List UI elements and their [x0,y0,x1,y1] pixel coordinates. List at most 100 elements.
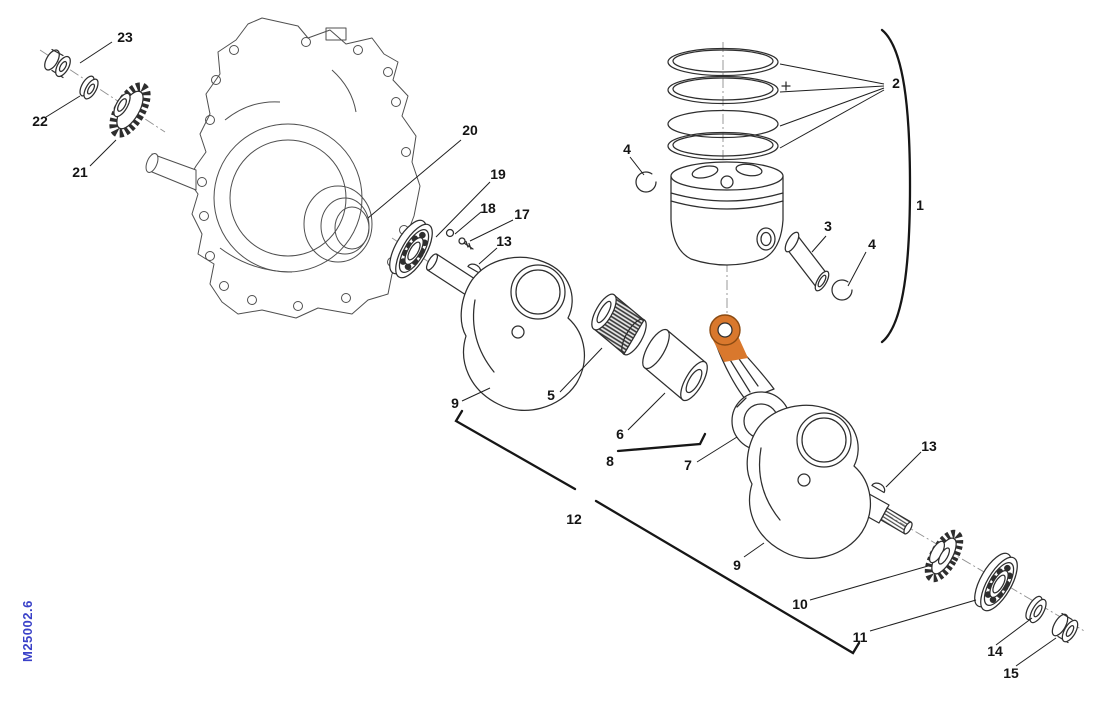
leader-5 [559,347,603,393]
oil-ring-rail-1 [667,109,779,139]
nut-15 [1051,612,1079,644]
bracket-group-1 [880,28,912,344]
callout-12: 12 [566,511,582,527]
gear-10 [924,529,964,583]
piston-body [670,175,784,266]
leader-2b [779,85,885,93]
crankcase-lug [325,27,347,41]
needle-bearing-5 [591,293,647,356]
bearing-11-balls [984,564,1014,604]
leader-10 [809,565,929,601]
crankcase-bolt-holes [197,37,411,311]
leader-lines [45,41,1057,667]
callout-13-left: 13 [496,233,512,249]
callout-11: 11 [853,629,868,645]
callout-2: 2 [892,75,900,91]
bracket-group-12 [454,409,861,655]
screw-17 [458,237,474,250]
crankcase-main-bore-inner [229,139,347,257]
callout-1: 1 [916,197,924,213]
leader-11 [869,599,977,632]
crank-pin-bore-left [510,264,566,320]
crankcase-input-shaft-end [145,153,159,173]
seal-ring-20 [334,206,370,250]
leader-23 [79,41,113,64]
bracket-group-8 [616,432,707,453]
crank-pin-bore-right [796,412,852,468]
crankcase-rib-2 [219,247,293,273]
crankcase-drawing [145,17,421,319]
leader-13-right [885,451,922,488]
callout-10: 10 [792,596,808,612]
callout-14: 14 [987,643,1003,659]
compression-ring-1 [667,47,779,77]
crank-web-9-right [746,404,913,560]
callout-5: 5 [547,387,555,403]
callout-13-right: 13 [921,438,937,454]
piston-drawing [670,161,784,266]
ring-gap-mark [781,81,791,91]
rod-small-end-bore [717,322,733,338]
callout-19: 19 [490,166,506,182]
gear-21 [109,82,151,138]
leader-18 [454,211,482,235]
drawing-code: M25002.6 [20,600,35,662]
web-contour-right [758,447,781,521]
crankcase-rib-3 [331,69,357,113]
leader-13-left [478,247,498,265]
woodruff-key-13-right [871,482,886,494]
bearing-11-bore [992,574,1006,594]
callout-4-right: 4 [868,236,876,252]
washer-22 [79,75,99,100]
leader-22 [45,95,81,118]
leader-9-left [461,387,491,402]
leader-7 [696,436,738,463]
leader-2d [779,89,885,149]
washer-14 [1025,595,1047,624]
bearing-19-balls [399,231,429,271]
leader-17 [469,219,514,242]
leader-6 [627,392,666,431]
valve-pocket-right [735,163,763,177]
callout-23: 23 [117,29,133,45]
crankcase-outline [187,17,421,319]
circlip-4-right [831,279,853,301]
compression-ring-2 [667,75,779,105]
callout-7: 7 [684,457,692,473]
callout-4-left: 4 [623,141,631,157]
leader-15 [1015,637,1057,667]
callout-15: 15 [1003,665,1019,681]
nut-23 [44,48,71,79]
ring-groove-1 [670,192,784,202]
key-18 [445,228,455,238]
callout-21: 21 [72,164,88,180]
callouts: 23 22 21 20 19 18 17 13 9 5 6 8 7 12 4 2… [32,29,1019,681]
leader-4-right [847,251,867,287]
leader-14 [995,617,1033,646]
crank-web-9-left [425,253,585,412]
bearing-19-bore [407,241,421,261]
callout-9-left: 9 [451,395,459,411]
leader-20 [367,139,462,219]
piston-rings-2 [667,47,791,161]
callout-18: 18 [480,200,496,216]
crankcase-input-shaft [151,153,197,191]
gear-10-teeth [924,529,964,583]
callout-3: 3 [824,218,832,234]
leader-19 [435,181,491,238]
ring-groove-2 [670,200,784,210]
callout-20: 20 [462,122,478,138]
callout-8: 8 [606,453,614,469]
leader-4-left [629,156,645,176]
crank-pin-6 [642,328,708,402]
leader-9-right [743,542,765,558]
leader-2a [779,63,885,85]
bearing-19 [389,219,433,279]
leader-3 [811,235,827,253]
callout-17: 17 [514,206,530,222]
oil-ring-rail-2 [667,131,779,161]
crankcase-bearing-seat [303,185,373,263]
bearing-11 [974,552,1018,612]
